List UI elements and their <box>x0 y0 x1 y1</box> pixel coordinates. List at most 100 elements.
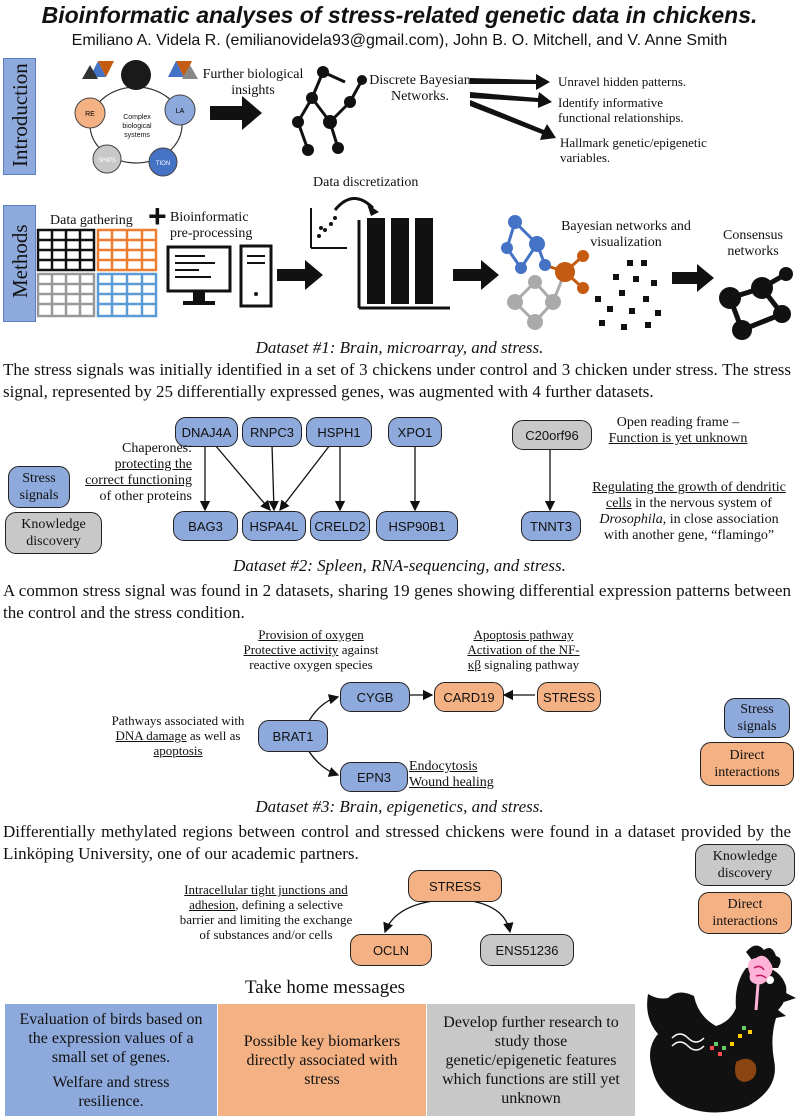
cycle-label-la: LA <box>176 108 185 115</box>
reg-u1: Regulating the growth of dendritic <box>592 480 786 495</box>
dataset2-heading: Dataset #2: Spleen, RNA-sequencing, and … <box>233 556 566 575</box>
bayesian-network-icon <box>501 215 661 330</box>
apoptosis-note: Apoptosis pathway Activation of the NF- … <box>446 627 601 672</box>
dataset1-text: The stress signals was initially identif… <box>3 360 791 401</box>
nfkb-u2: κβ <box>467 657 481 672</box>
methods-sidebar: Methods <box>3 205 36 322</box>
gene-hsp90b1: HSP90B1 <box>376 511 458 541</box>
outcome-arrows <box>470 74 556 140</box>
gene-hspa4l: HSPA4L <box>242 511 306 541</box>
regulation-note: Regulating the growth of dendritic cells… <box>582 480 796 544</box>
reg-u2: cells <box>605 496 632 511</box>
orf-line2: Function is yet unknown <box>608 431 748 446</box>
legend-direct-interactions-2: Direct interactions <box>700 742 794 786</box>
orf-note: Open reading frame – Function is yet unk… <box>598 415 758 447</box>
nfkb-u1: Activation of the NF- <box>467 642 580 657</box>
insights-arrow <box>210 96 262 130</box>
nfkb-rest: signaling pathway <box>480 657 580 672</box>
apop-u: Apoptosis pathway <box>473 627 574 642</box>
gene-stress-3: STRESS <box>408 870 502 902</box>
cycle-label-ships: SHIPS <box>98 158 116 164</box>
data-gathering-label: Data gathering <box>50 213 133 228</box>
methods-arrow-3 <box>672 264 714 292</box>
chaperones-note: Chaperones: protecting the correct funct… <box>84 441 192 505</box>
dataset1-heading: Dataset #1: Brain, microarray, and stres… <box>255 338 544 357</box>
outcome-3: Hallmark genetic/epigenetic variables. <box>560 135 707 165</box>
dbn-network-icon <box>292 66 367 156</box>
tj-line3: barrier and limiting the exchange <box>179 912 353 927</box>
wound-u: Wound healing <box>409 775 494 790</box>
endocytosis-u: Endocytosis <box>409 759 478 774</box>
reg-italic: Drosophila <box>599 512 663 527</box>
legend-knowledge-discovery-3: Knowledge discovery <box>695 844 795 886</box>
take-home-box-2: Possible key biomarkers directly associa… <box>218 1004 426 1116</box>
tj-u1: Intracellular tight junctions and <box>184 882 348 897</box>
outcome-1: Unravel hidden patterns. <box>558 74 687 89</box>
plus-sign: + <box>148 198 167 234</box>
gene-ens51236: ENS51236 <box>480 934 574 966</box>
poster-authors: Emiliano A. Videla R. (emilianovidela93@… <box>71 32 728 49</box>
discretization-icon <box>310 197 450 310</box>
tj-u2: adhesion <box>189 897 236 912</box>
oxygen-note: Provision of oxygen Protective activity … <box>226 627 396 672</box>
take-home-box-3-text: Develop further research to study those … <box>442 1013 620 1107</box>
take-home-box-1: Evaluation of birds based on the express… <box>5 1004 217 1116</box>
gene-stress-2: STRESS <box>537 682 601 712</box>
reg-rest2: , in close association <box>662 512 779 527</box>
intro-sidebar: Introduction <box>3 58 36 175</box>
gene-ocln: OCLN <box>350 934 432 966</box>
apoptosis-u: apoptosis <box>153 743 203 758</box>
chaperones-u2: correct functioning <box>85 473 192 488</box>
tight-junctions-note: Intracellular tight junctions and adhesi… <box>160 882 372 942</box>
dataset3-heading: Dataset #3: Brain, epigenetics, and stre… <box>255 797 544 816</box>
oxygen-u: Provision of oxygen <box>258 627 364 642</box>
dna-damage-note: Pathways associated with DNA damage as w… <box>98 713 258 758</box>
bn-visualization-label: Bayesian networks and visualization <box>561 219 691 250</box>
gene-brat1: BRAT1 <box>258 720 328 752</box>
dataset3-text: Differentially methylated regions betwee… <box>3 822 791 863</box>
dataset2-text: A common stress signal was found in 2 da… <box>3 581 791 622</box>
reg-rest1: in the nervous system of <box>631 496 773 511</box>
cycle-center-text: Complex biological systems <box>122 114 152 139</box>
chaperones-post: of other proteins <box>99 489 192 504</box>
gene-c20orf96: C20orf96 <box>512 420 592 450</box>
preprocessing-label: Bioinformatic pre-processing <box>170 210 253 241</box>
cycle-label-tion: TION <box>156 161 170 167</box>
take-home-box-3: Develop further research to study those … <box>427 1004 635 1116</box>
insights-label: Further biological insights <box>202 67 304 98</box>
chicken-illustration <box>647 945 796 1113</box>
methods-arrow-2 <box>453 260 499 290</box>
gene-tnnt3: TNNT3 <box>521 511 581 541</box>
gene-xpo1: XPO1 <box>388 417 442 447</box>
dna-u: DNA damage <box>115 728 187 743</box>
gene-creld2: CRELD2 <box>310 511 370 541</box>
legend-knowledge-discovery-1: Knowledge discovery <box>5 512 102 554</box>
poster-title: Bioinformatic analyses of stress-related… <box>41 2 758 28</box>
take-home-box-1-line1: Evaluation of birds based on the express… <box>19 1010 203 1066</box>
legend-stress-signals-1: Stress signals <box>8 466 70 508</box>
chaperones-pre: Chaperones: <box>122 441 192 456</box>
gene-bag3: BAG3 <box>173 511 238 541</box>
reg-rest3: with another gene, “flamingo” <box>603 528 775 543</box>
endocytosis-note: Endocytosis Wound healing <box>409 759 509 791</box>
gene-rnpc3: RNPC3 <box>242 417 302 447</box>
orf-line1: Open reading frame – <box>616 415 740 430</box>
gene-cygb: CYGB <box>340 682 410 712</box>
protective-u: Protective activity <box>243 642 339 657</box>
consensus-network-icon <box>719 267 793 340</box>
cycle-label-re: RE <box>85 111 95 118</box>
chaperones-u1: protecting the <box>114 457 192 472</box>
complex-systems-cycle: RE LA SHIPS TION <box>74 60 198 177</box>
gene-hsph1: HSPH1 <box>306 417 372 447</box>
data-tables-icon <box>36 228 158 318</box>
take-home-heading: Take home messages <box>244 977 406 998</box>
methods-arrow-1 <box>277 260 323 290</box>
gene-card19: CARD19 <box>434 682 504 712</box>
dna-rest: as well as <box>186 728 241 743</box>
legend-direct-interactions-3: Direct interactions <box>698 892 792 934</box>
gene-dnaj4a: DNAJ4A <box>175 417 238 447</box>
take-home-box-2-text: Possible key biomarkers directly associa… <box>243 1032 401 1088</box>
dna-line1: Pathways associated with <box>111 713 245 728</box>
computer-icon <box>166 244 273 308</box>
